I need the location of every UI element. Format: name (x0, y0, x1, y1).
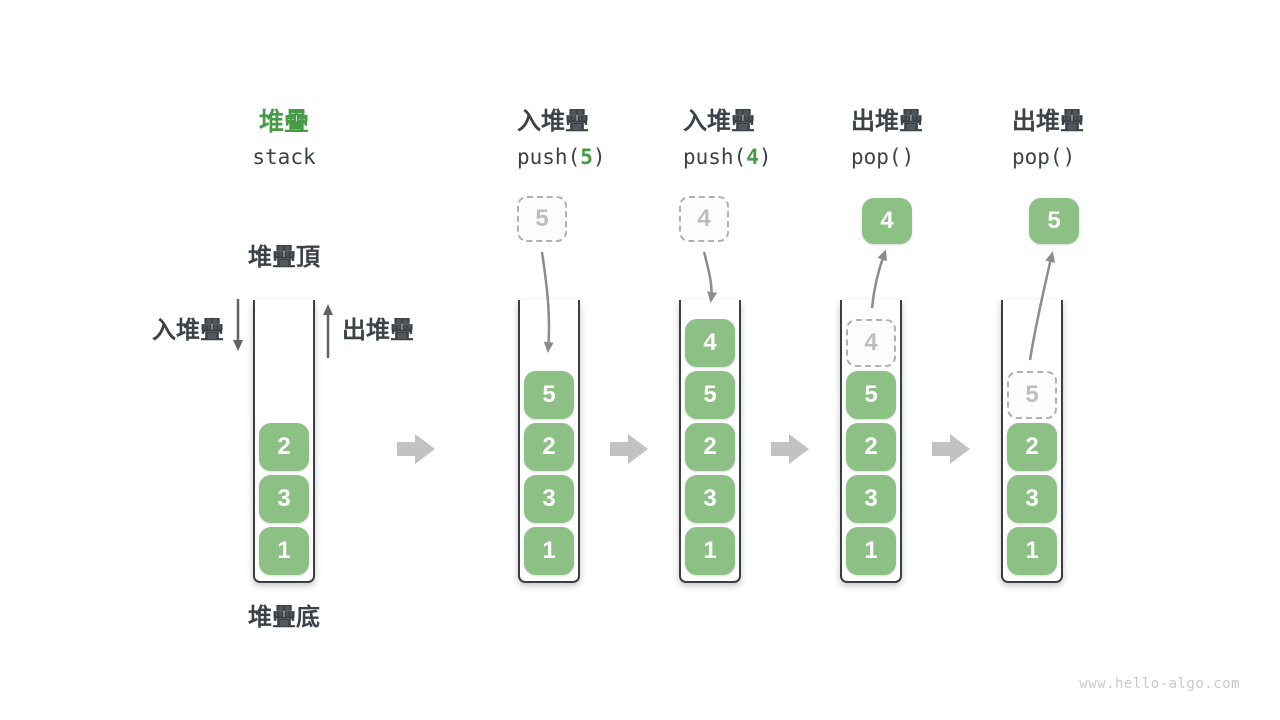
stack-item: 3 (685, 475, 735, 523)
code-arg: 5 (580, 145, 593, 169)
operation-label-zh: 入堆疊 (683, 108, 755, 135)
code-post: ) (592, 145, 606, 169)
stack-container-push-4: 4 5 2 3 1 (679, 300, 741, 583)
stack-item: 4 (685, 319, 735, 367)
title-en: stack (252, 145, 316, 169)
push-direction-label: 入堆疊 (152, 317, 224, 344)
stack-item: 2 (1007, 423, 1057, 471)
stack-item: 5 (685, 371, 735, 419)
stack-item: 2 (846, 423, 896, 471)
operation-code: push(4) (683, 145, 772, 169)
stack-container-initial: 2 3 1 (253, 300, 315, 583)
code-pre: pop( (1012, 145, 1063, 169)
operation-code: pop() (851, 145, 923, 169)
stack-item: 3 (846, 475, 896, 523)
push-arrow-stage-2 (540, 251, 554, 353)
stack-item: 5 (846, 371, 896, 419)
code-pre: pop( (851, 145, 902, 169)
stack-bottom-label: 堆疊底 (248, 604, 320, 631)
stage-header: 入堆疊 push(5) (517, 108, 606, 169)
stack-item: 1 (259, 527, 309, 575)
stack-item: 1 (524, 527, 574, 575)
title-zh: 堆疊 (258, 108, 309, 136)
diagram-title: 堆疊 stack (214, 108, 354, 169)
code-arg: 4 (746, 145, 759, 169)
operation-label-zh: 出堆疊 (851, 108, 923, 135)
stack-item-ghost: 4 (846, 319, 896, 367)
watermark: www.hello-algo.com (1079, 676, 1240, 692)
stack-item: 2 (524, 423, 574, 471)
stack-item: 1 (685, 527, 735, 575)
transition-arrow-4 (932, 434, 970, 464)
stack-item: 1 (1007, 527, 1057, 575)
transition-arrow-3 (771, 434, 809, 464)
stack-item: 3 (259, 475, 309, 523)
stage-header: 入堆疊 push(4) (683, 108, 772, 169)
code-pre: push( (683, 145, 747, 169)
stack-item: 3 (1007, 475, 1057, 523)
stack-container-push-5: 5 2 3 1 (518, 300, 580, 583)
popped-item-box: 4 (862, 198, 912, 244)
incoming-item-box: 4 (679, 196, 729, 242)
code-post: ) (1062, 145, 1076, 169)
push-arrow-stage-3 (702, 251, 718, 303)
stack-item: 5 (524, 371, 574, 419)
pop-arrow-stage-4 (870, 249, 887, 309)
stack-item-ghost: 5 (1007, 371, 1057, 419)
transition-arrow-1 (397, 434, 435, 464)
stack-container-pop-5: 5 2 3 1 (1001, 300, 1063, 583)
operation-label-zh: 入堆疊 (517, 108, 589, 135)
operation-code: pop() (1012, 145, 1084, 169)
stack-item: 2 (685, 423, 735, 471)
stack-container-pop-4: 4 5 2 3 1 (840, 300, 902, 583)
code-post: ) (901, 145, 915, 169)
incoming-item-box: 5 (517, 196, 567, 242)
popped-item-box: 5 (1029, 198, 1079, 244)
stack-item: 1 (846, 527, 896, 575)
pop-direction-label: 出堆疊 (342, 317, 414, 344)
stage-header: 出堆疊 pop() (1012, 108, 1084, 169)
operation-code: push(5) (517, 145, 606, 169)
stack-top-label: 堆疊頂 (248, 244, 320, 271)
stack-item: 2 (259, 423, 309, 471)
stack-item: 3 (524, 475, 574, 523)
code-pre: push( (517, 145, 581, 169)
pop-arrow-stage-5 (1028, 251, 1056, 361)
operation-label-zh: 出堆疊 (1012, 108, 1084, 135)
code-post: ) (758, 145, 772, 169)
stage-header: 出堆疊 pop() (851, 108, 923, 169)
transition-arrow-2 (610, 434, 648, 464)
